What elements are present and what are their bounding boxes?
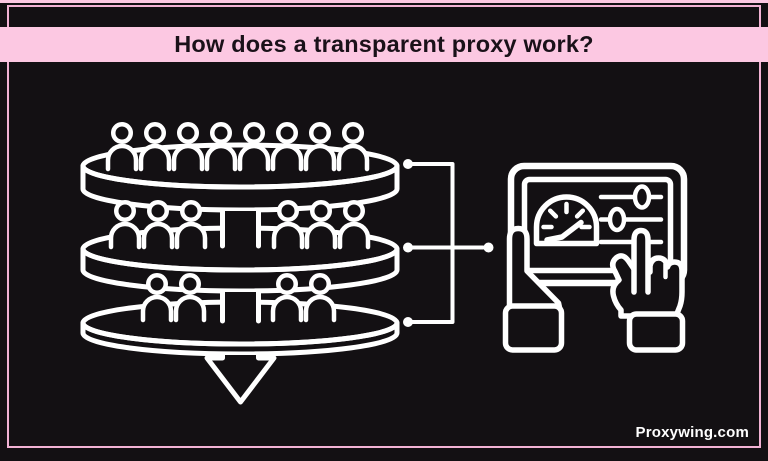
user-icon <box>337 200 371 250</box>
user-icon <box>140 273 174 323</box>
user-layer-3 <box>80 273 400 357</box>
downward-flow-arrow-icon <box>204 352 277 405</box>
slider-knob <box>607 206 627 233</box>
gauge-icon <box>533 194 600 247</box>
sliders-icon <box>598 184 664 245</box>
user-icon <box>237 122 271 172</box>
pillar-1 <box>220 208 261 249</box>
connector-dot <box>403 159 413 169</box>
proxy-control-tablet-illustration <box>502 162 688 353</box>
user-icon <box>270 273 304 323</box>
user-icon <box>108 200 142 250</box>
user-icon <box>204 122 238 172</box>
user-icon <box>141 200 175 250</box>
users-row-2 <box>108 200 371 250</box>
left-cuff <box>502 303 565 353</box>
user-icon <box>271 200 305 250</box>
user-layer-2 <box>80 200 400 294</box>
users-row-3 <box>140 273 337 323</box>
user-icon <box>270 122 304 172</box>
right-cuff <box>626 311 686 353</box>
top-edge-strip <box>0 0 768 3</box>
user-icon <box>105 122 139 172</box>
connector-dot <box>403 317 413 327</box>
user-icon <box>304 200 338 250</box>
user-layer-1 <box>80 122 400 213</box>
user-icon <box>174 200 208 250</box>
hand-holding-icon <box>502 225 565 353</box>
hand-pointing-icon <box>610 227 686 353</box>
user-icon <box>303 122 337 172</box>
user-icon <box>138 122 172 172</box>
slider-knob <box>632 184 652 210</box>
decorative-frame <box>7 5 761 448</box>
connector-dot <box>483 242 494 253</box>
pointing-finger <box>631 227 651 295</box>
brand-watermark: Proxywing.com <box>635 424 749 441</box>
connector-dot <box>403 242 413 253</box>
user-layers-illustration <box>80 122 400 405</box>
user-icon <box>171 122 205 172</box>
user-icon <box>336 122 370 172</box>
user-icon <box>303 273 337 323</box>
users-row-1 <box>105 122 370 172</box>
user-icon <box>173 273 207 323</box>
title-banner: How does a transparent proxy work? <box>0 27 768 62</box>
page-title: How does a transparent proxy work? <box>174 31 594 57</box>
connector-lines <box>403 159 494 327</box>
pillar-2 <box>220 289 261 324</box>
